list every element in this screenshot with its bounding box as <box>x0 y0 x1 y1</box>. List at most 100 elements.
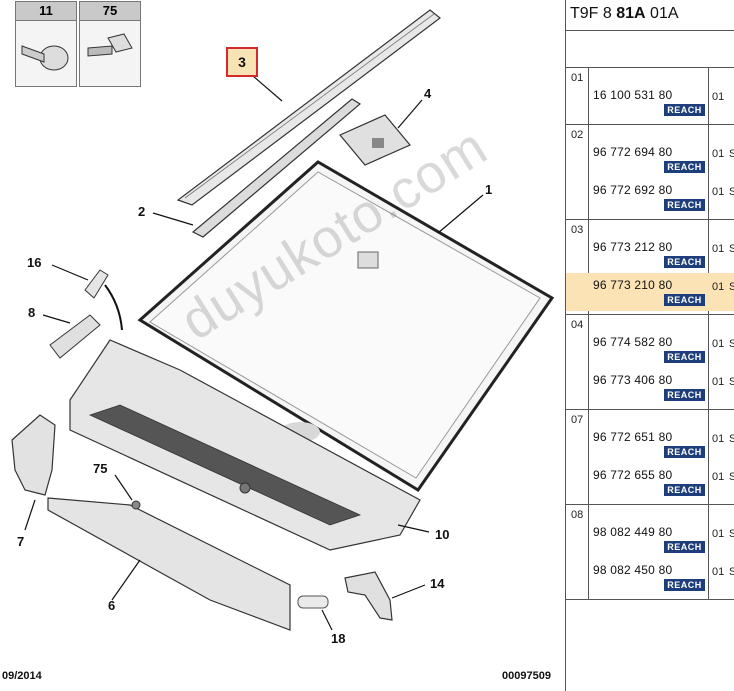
column-divider <box>588 68 589 124</box>
reach-badge: REACH <box>664 446 705 458</box>
part-14-bracket[interactable] <box>344 571 393 621</box>
callout-8[interactable]: 8 <box>28 305 36 320</box>
part-7-side-bracket[interactable] <box>11 414 56 496</box>
reach-badge: REACH <box>664 294 705 306</box>
header-suffix: 01A <box>645 5 679 22</box>
truncated-description: S <box>729 471 734 483</box>
header-prefix: T9F 8 <box>570 5 617 22</box>
quantity: 01 <box>712 91 725 103</box>
part-number[interactable]: 96 773 212 80 <box>593 240 673 254</box>
windshield-diagram-svg <box>11 9 555 631</box>
callout-1[interactable]: 1 <box>485 182 493 197</box>
quantity: 01 <box>712 528 725 540</box>
fastener-thumb-11[interactable]: 11 <box>15 1 77 87</box>
part-16-clip[interactable] <box>84 269 123 331</box>
reach-badge: REACH <box>664 541 705 553</box>
group-number: 07 <box>571 414 584 426</box>
part-number[interactable]: 16 100 531 80 <box>593 88 673 102</box>
part-number[interactable]: 98 082 450 80 <box>593 563 673 577</box>
callout-6[interactable]: 6 <box>108 598 116 613</box>
truncated-description: S <box>729 186 734 198</box>
part-number[interactable]: 96 773 210 80 <box>593 278 673 292</box>
part-number[interactable]: 96 774 582 80 <box>593 335 673 349</box>
truncated-description: S <box>729 566 734 578</box>
reach-badge: REACH <box>664 161 705 173</box>
part-18-cap[interactable] <box>297 595 329 609</box>
part-75-bolt[interactable] <box>131 500 141 510</box>
column-divider <box>588 220 589 314</box>
callout-16[interactable]: 16 <box>27 255 42 270</box>
column-divider <box>588 410 589 504</box>
column-divider <box>708 315 709 409</box>
header-bold: 81A <box>616 5 646 22</box>
part-number[interactable]: 96 772 692 80 <box>593 183 673 197</box>
truncated-description: S <box>729 243 734 255</box>
callout-14[interactable]: 14 <box>430 576 445 591</box>
part-number[interactable]: 96 772 651 80 <box>593 430 673 444</box>
group-number: 08 <box>571 509 584 521</box>
reach-badge: REACH <box>664 104 705 116</box>
part-number[interactable]: 96 773 406 80 <box>593 373 673 387</box>
quantity: 01 <box>712 566 725 578</box>
group-number: 04 <box>571 319 584 331</box>
part-3-trim-strip[interactable] <box>176 9 441 206</box>
quantity: 01 <box>712 243 725 255</box>
quantity: 01 <box>712 148 725 160</box>
group-number: 01 <box>571 72 584 84</box>
column-divider <box>708 410 709 504</box>
exploded-diagram: 11 75 3 4 1 2 16 8 7 75 6 10 14 18 09/20… <box>2 1 555 682</box>
quantity: 01 <box>712 376 725 388</box>
callout-2[interactable]: 2 <box>138 204 146 219</box>
reach-badge: REACH <box>664 579 705 591</box>
table-header-code: T9F 8 81A 01A <box>566 0 734 31</box>
fastener-number-11: 11 <box>16 2 76 21</box>
part-1-windshield[interactable] <box>137 160 555 493</box>
part-row[interactable]: 98 082 450 80 01 S REACH <box>566 558 734 596</box>
table-blank-row <box>566 31 734 68</box>
callout-4[interactable]: 4 <box>424 86 432 101</box>
column-divider <box>588 315 589 409</box>
column-divider <box>708 68 709 124</box>
part-number[interactable]: 98 082 449 80 <box>593 525 673 539</box>
callout-18[interactable]: 18 <box>331 631 346 646</box>
column-divider <box>708 505 709 599</box>
part-number[interactable]: 96 772 655 80 <box>593 468 673 482</box>
group-number: 03 <box>571 224 584 236</box>
callout-3-highlighted[interactable]: 3 <box>226 47 258 77</box>
column-divider <box>588 125 589 219</box>
callout-75[interactable]: 75 <box>93 461 108 476</box>
bolt-icon <box>87 33 133 57</box>
part-6-lower-panel[interactable] <box>47 497 291 631</box>
part-number[interactable]: 96 772 694 80 <box>593 145 673 159</box>
truncated-description: S <box>729 433 734 445</box>
part-2-seal[interactable] <box>191 98 362 238</box>
callout-10[interactable]: 10 <box>435 527 450 542</box>
part-4-bracket[interactable] <box>339 114 411 166</box>
reach-badge: REACH <box>664 199 705 211</box>
leader-lines <box>24 69 484 631</box>
fastener-thumb-75[interactable]: 75 <box>79 1 141 87</box>
callout-7[interactable]: 7 <box>17 534 25 549</box>
part-8-bracket[interactable] <box>49 314 101 359</box>
truncated-description: S <box>729 376 734 388</box>
part-10-cowl-panel[interactable] <box>69 339 421 551</box>
footer-date: 09/2014 <box>2 670 42 682</box>
part-row[interactable]: 96 773 212 80 01 S REACH <box>566 235 734 273</box>
reach-badge: REACH <box>664 256 705 268</box>
